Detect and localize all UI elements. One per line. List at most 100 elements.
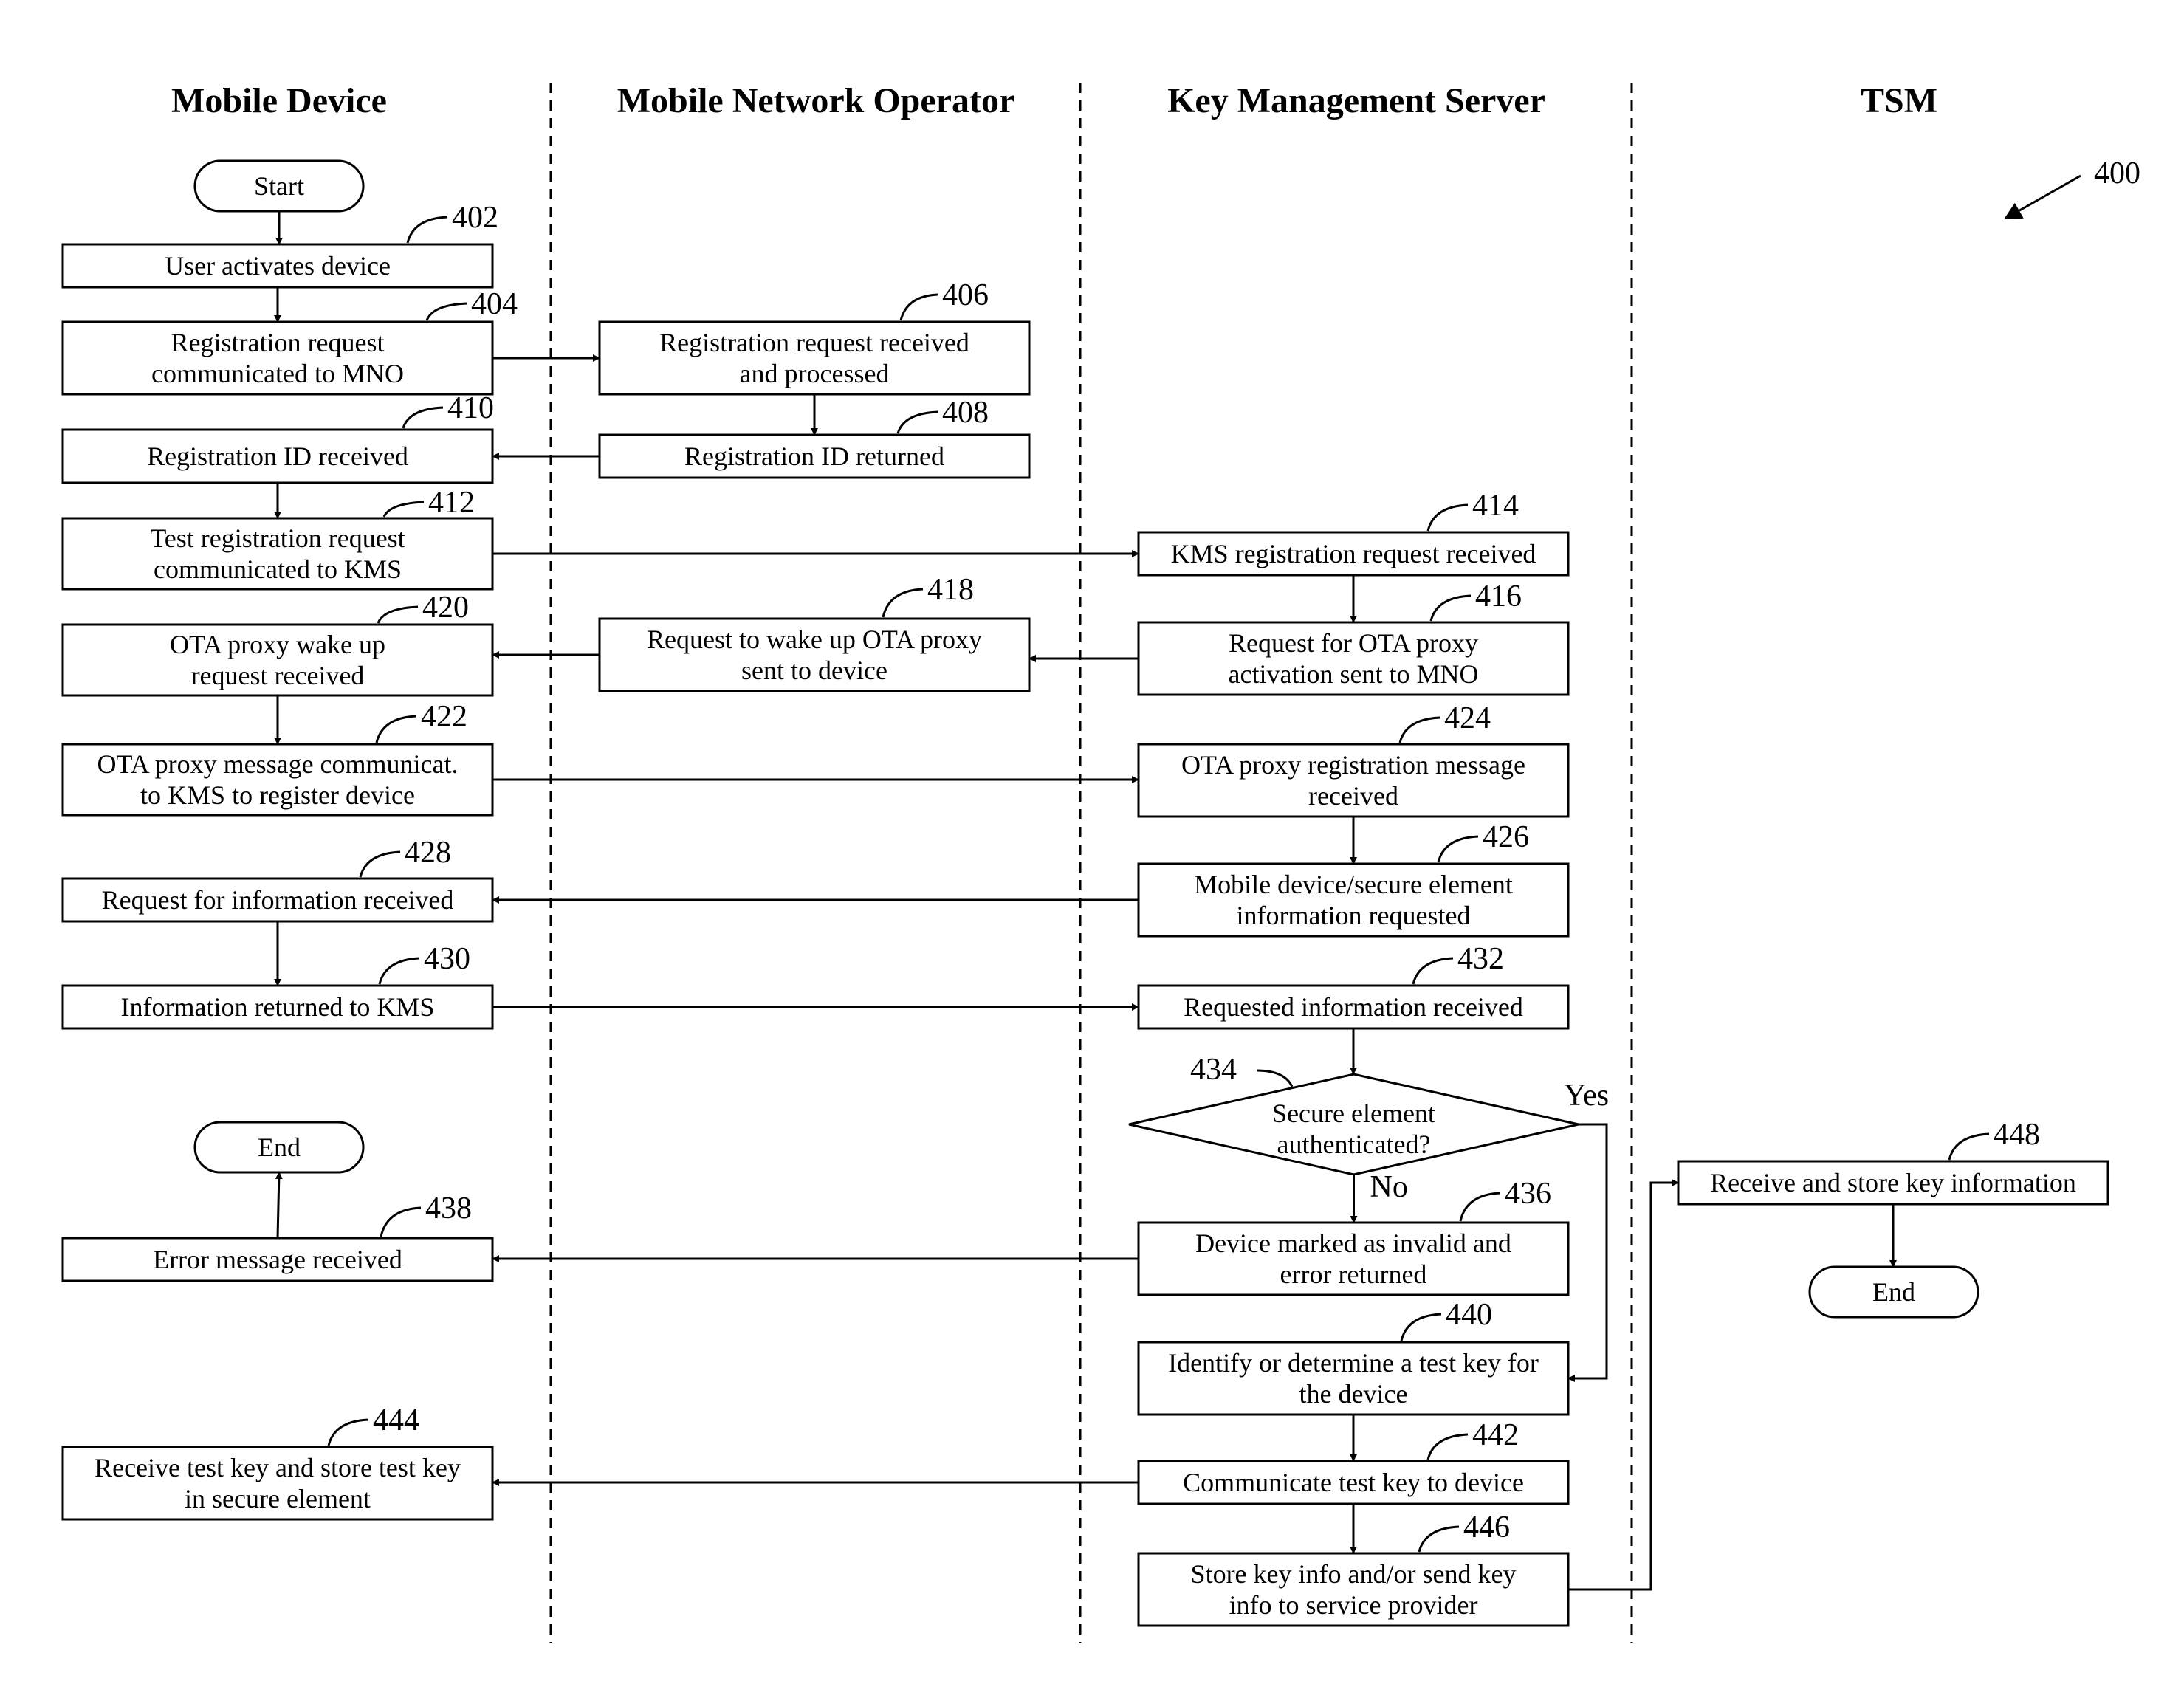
ref-leader: [378, 607, 418, 623]
step-ref-number: 412: [428, 486, 475, 520]
ref-leader: [427, 303, 467, 320]
step-label: Test registration request: [150, 523, 405, 553]
step-label: OTA proxy wake up: [170, 630, 385, 659]
step-label: request received: [191, 661, 365, 690]
step-label: OTA proxy message communicat.: [97, 749, 458, 779]
step-label: error returned: [1280, 1259, 1427, 1289]
step-ref-number: 410: [447, 391, 494, 425]
step-label: received: [1308, 781, 1398, 811]
flow-step-start: Start: [195, 161, 363, 211]
step-label: in secure element: [185, 1484, 371, 1513]
step-ref-number: 448: [1994, 1118, 2040, 1152]
step-ref-number: 426: [1483, 820, 1529, 854]
step-label: Registration request received: [659, 328, 969, 357]
lane-titles: Mobile Device Mobile Network Operator Ke…: [171, 81, 1937, 120]
step-ref-number: 430: [424, 942, 470, 976]
flow-step-n402: User activates device402: [63, 201, 498, 287]
ref-leader: [384, 502, 424, 517]
flow-step-end1: End: [195, 1122, 363, 1172]
ref-leader: [408, 217, 447, 243]
step-ref-number: 446: [1463, 1510, 1510, 1544]
figure-number: 400: [2094, 157, 2140, 190]
step-ref-number: 414: [1472, 489, 1519, 523]
step-ref-number: 420: [422, 591, 469, 625]
step-ref-number: 438: [425, 1192, 472, 1226]
step-ref-number: 422: [421, 700, 467, 734]
flow-step-n424: OTA proxy registration messagereceived 42…: [1139, 701, 1568, 817]
step-label: Registration ID received: [147, 441, 408, 471]
step-label: User activates device: [165, 251, 391, 281]
flow-step-n414: KMS registration request received414: [1139, 489, 1568, 575]
step-ref-number: 428: [405, 836, 451, 870]
step-label: End: [258, 1132, 301, 1162]
step-label: Store key info and/or send key: [1191, 1559, 1517, 1589]
ref-leader: [901, 295, 938, 320]
step-ref-number: 418: [927, 573, 974, 607]
step-ref-number: 424: [1444, 701, 1491, 735]
step-label: Device marked as invalid and: [1195, 1228, 1511, 1258]
ref-leader: [377, 716, 416, 743]
lane-title-key-management-server: Key Management Server: [1167, 81, 1545, 120]
ref-leader: [329, 1420, 368, 1446]
step-label: activation sent to MNO: [1229, 659, 1479, 689]
step-label: Start: [254, 171, 304, 201]
step-label: authenticated?: [1277, 1130, 1431, 1159]
ref-leader: [1413, 958, 1453, 984]
step-label: communicated to KMS: [154, 554, 402, 584]
ref-leader: [380, 958, 419, 984]
step-ref-number: 440: [1446, 1298, 1492, 1332]
step-ref-number: 444: [373, 1403, 419, 1437]
flow-arrow-n446-to-n448: [1568, 1183, 1678, 1589]
step-ref-number: 408: [942, 396, 989, 430]
flow-connectors: [278, 211, 1893, 1589]
branch-label-yes: Yes: [1564, 1079, 1609, 1113]
flow-steps: StartUser activates device402Registratio…: [63, 161, 2108, 1626]
flow-step-n410: Registration ID received 410: [63, 391, 494, 483]
ref-leader: [1428, 505, 1468, 531]
ref-leader: [1400, 718, 1440, 743]
step-label: Request for information received: [102, 885, 454, 915]
ref-leader: [1438, 836, 1478, 862]
ref-leader: [1257, 1070, 1292, 1087]
figure-arrow: [2005, 176, 2081, 219]
ref-leader: [898, 412, 938, 433]
step-ref-number: 442: [1472, 1418, 1519, 1452]
flow-arrow-n434-to-n440: [1568, 1124, 1607, 1378]
step-label: Receive and store key information: [1710, 1168, 2076, 1197]
flow-step-n404: Registration requestcommunicated to MNO4…: [63, 287, 518, 394]
ref-leader: [1428, 1434, 1468, 1460]
step-label: and processed: [740, 359, 890, 388]
step-label: Registration ID returned: [684, 441, 944, 471]
step-label: the device: [1299, 1379, 1408, 1409]
ref-leader: [403, 408, 443, 428]
flow-step-n406: Registration request receivedand process…: [600, 278, 1029, 394]
step-ref-number: 406: [942, 278, 989, 312]
flow-step-n440: Identify or determine a test key forthe …: [1139, 1298, 1568, 1415]
step-ref-number: 416: [1475, 580, 1522, 613]
figure-label: 400: [2005, 157, 2140, 219]
step-ref-number: 436: [1505, 1177, 1551, 1211]
lane-title-mobile-device: Mobile Device: [171, 81, 387, 120]
ref-leader: [1431, 596, 1471, 621]
step-label: Information returned to KMS: [121, 992, 435, 1022]
flow-step-n420: OTA proxy wake uprequest received 420: [63, 591, 492, 695]
flow-step-n444: Receive test key and store test keyin se…: [63, 1403, 492, 1519]
ref-leader: [1460, 1193, 1500, 1221]
ref-leader: [1949, 1134, 1989, 1160]
step-label: Error message received: [153, 1245, 402, 1274]
flow-step-n432: Requested information received432: [1139, 942, 1568, 1028]
step-label: Requested information received: [1184, 992, 1523, 1022]
flow-step-end2: End: [1810, 1267, 1978, 1317]
step-label: Communicate test key to device: [1183, 1468, 1524, 1497]
step-label: info to service provider: [1229, 1590, 1478, 1620]
step-label: to KMS to register device: [140, 780, 415, 810]
flow-arrow-n438-to-end1: [278, 1172, 279, 1238]
flow-step-n428: Request for information received 428: [63, 836, 492, 921]
step-label: communicated to MNO: [151, 359, 404, 388]
step-label: Receive test key and store test key: [95, 1453, 461, 1482]
step-label: Request to wake up OTA proxy: [647, 625, 982, 654]
step-label: sent to device: [741, 656, 887, 685]
lane-title-tsm: TSM: [1861, 81, 1937, 120]
step-label: OTA proxy registration message: [1181, 750, 1525, 780]
